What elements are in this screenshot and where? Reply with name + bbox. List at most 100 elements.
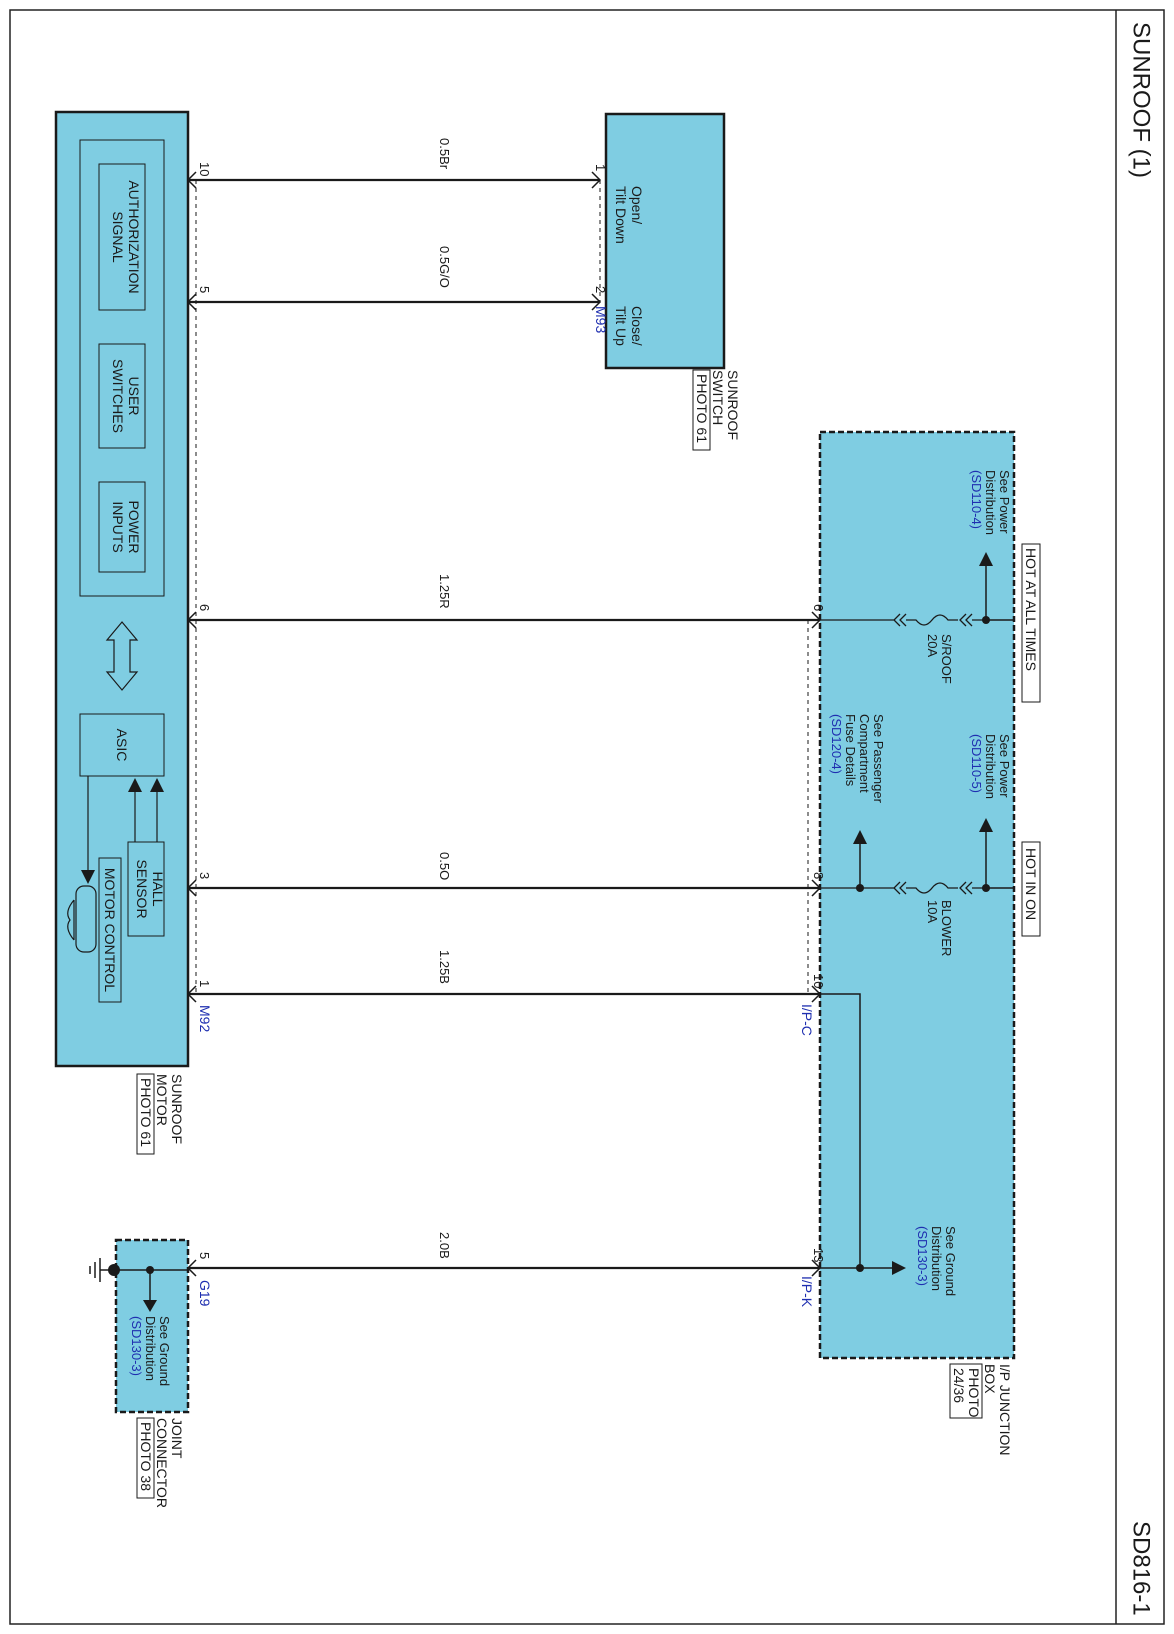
power-inputs-label: POWER: [126, 501, 142, 554]
wire-label-0-5go: 0.5G/O: [437, 246, 452, 288]
fuse-details-arrowhead: [853, 830, 867, 844]
power-inputs-block: [98, 481, 146, 573]
ref-power-b-link[interactable]: (SD110-5): [969, 734, 984, 793]
joint-connector-name: JOINT: [169, 1418, 185, 1459]
hall-arrowhead-2: [150, 778, 164, 792]
switch-pin2-desc: Close/: [629, 306, 645, 346]
motor-body-icon: [75, 885, 97, 953]
sunroof-motor-name-2: MOTOR: [154, 1074, 170, 1126]
junction-box: [818, 430, 1016, 1360]
junction-pin-10: 10: [811, 974, 826, 988]
sunroof-switch-name-2: SWITCH: [710, 370, 726, 425]
power-b-arrowhead: [979, 818, 993, 832]
ref-fuse-line3: Fuse Details: [843, 714, 858, 787]
motor-pin-3: 3: [197, 872, 212, 879]
hall-sensor-block: [127, 841, 165, 937]
joint-ref-line1: See Ground: [157, 1316, 172, 1386]
ground-icon: [89, 1258, 108, 1282]
wire-label-1-25b: 1.25B: [437, 950, 452, 984]
user-switches-block: [98, 343, 146, 449]
wire-label-2-0b: 2.0B: [437, 1232, 452, 1259]
authorization-block: [98, 163, 146, 311]
user-switches-label: USER: [126, 377, 142, 416]
asic-motor-arrowhead: [81, 870, 95, 884]
page-code: SD816-1: [1128, 1521, 1155, 1616]
connector-ipc: I/P-C: [799, 1004, 815, 1036]
junction-box-photo[interactable]: PHOTO: [966, 1368, 982, 1418]
connector-ipk: I/P-K: [799, 1276, 815, 1308]
authorization-label-2: SIGNAL: [110, 211, 126, 263]
asic-label: ASIC: [114, 729, 130, 762]
hall-sensor-label-2: SENSOR: [134, 859, 150, 918]
asic-block: [79, 713, 165, 777]
ground-ref-arrowhead: [892, 1261, 906, 1275]
ref-fuse-link[interactable]: (SD120-4): [829, 714, 844, 774]
hall-arrowhead-1: [128, 778, 142, 792]
joint-ref-arrowhead: [143, 1300, 157, 1312]
fuse-sroof-rating: 20A: [925, 634, 940, 657]
internal-ground-path: [820, 993, 861, 1269]
junction-box-name-2: BOX: [982, 1364, 998, 1394]
motor-control-block: [98, 857, 122, 1003]
outer-frame: [9, 9, 1165, 1625]
switch-pin-2: 2: [593, 286, 608, 293]
motor-pin-5: 5: [197, 286, 212, 293]
page-title: SUNROOF (1): [1128, 22, 1155, 178]
joint-connector-photo[interactable]: PHOTO 38: [138, 1422, 154, 1491]
user-switches-label-2: SWITCHES: [110, 359, 126, 433]
joint-connector-name-2: CONNECTOR: [154, 1418, 170, 1508]
ref-fuse-line2: Compartment: [857, 714, 872, 793]
sunroof-motor-photo-box: [136, 1073, 155, 1155]
sunroof-switch-photo[interactable]: PHOTO 61: [694, 374, 710, 443]
fuse-blower-icon: [820, 881, 986, 895]
motor-control-label: MOTOR CONTROL: [102, 868, 118, 992]
junction-pin-6: 6: [811, 604, 826, 611]
ref-ground-link[interactable]: (SD130-3): [915, 1226, 930, 1286]
joint-connector-id: G19: [197, 1280, 213, 1307]
sunroof-switch-box: [604, 112, 726, 370]
junction-box-photo-box: [949, 1363, 983, 1419]
junction-pin-8: 8: [811, 872, 826, 879]
hot-at-all-times-label: HOT AT ALL TIMES: [1023, 548, 1039, 671]
fuse-sroof-icon: [820, 613, 986, 627]
joint-ref-line2: Distribution: [143, 1316, 158, 1381]
sunroof-motor-box: [54, 110, 190, 1068]
power-a-arrowhead: [979, 552, 993, 566]
wire-label-0-5br: 0.5Br: [437, 138, 452, 170]
wire-label-0-5o: 0.5O: [437, 852, 452, 880]
ground-dot: [108, 1264, 120, 1276]
sunroof-motor-photo[interactable]: PHOTO 61: [138, 1078, 154, 1147]
junction-box-name: I/P JUNCTION: [997, 1364, 1013, 1456]
sunroof-switch-name: SUNROOF: [725, 370, 741, 440]
connector-chevrons: [186, 171, 822, 1277]
joint-connector-photo-box: [136, 1417, 155, 1499]
motor-pin-10: 10: [197, 162, 212, 176]
ref-ground-line1: See Ground: [943, 1226, 958, 1296]
ref-power-a-line2: Distribution: [983, 470, 998, 535]
ref-power-b-line1: See Power: [997, 734, 1012, 798]
joint-ref-link[interactable]: (SD130-3): [129, 1316, 144, 1376]
switch-pin1-desc-2: Tilt Down: [613, 186, 629, 244]
switch-pin-1: 1: [593, 164, 608, 171]
motor-connector-id: M92: [197, 1005, 213, 1032]
power-inputs-label-2: INPUTS: [110, 501, 126, 552]
hot-at-all-times-box: [1021, 543, 1041, 703]
hall-sensor-label: HALL: [150, 871, 166, 906]
hot-in-on-box: [1021, 841, 1041, 937]
bidirectional-arrow-icon: [105, 621, 139, 691]
wire-group: [188, 178, 820, 1270]
sunroof-motor-name: SUNROOF: [169, 1074, 185, 1144]
fuse-blower-name: BLOWER: [939, 900, 954, 956]
hot-in-on-label: HOT IN ON: [1023, 848, 1039, 920]
ref-fuse-line1: See Passenger: [871, 714, 886, 804]
switch-connector-id: M93: [593, 306, 609, 333]
junction-box-photo-2[interactable]: 24/36: [951, 1368, 967, 1403]
motor-pin-6: 6: [197, 604, 212, 611]
joint-pin-5: 5: [197, 1252, 212, 1259]
motor-pin-1: 1: [197, 980, 212, 987]
motor-icon: [67, 899, 75, 941]
ref-power-b-line2: Distribution: [983, 734, 998, 799]
motor-inner-module: [79, 139, 165, 597]
ref-power-a-link[interactable]: (SD110-4): [969, 470, 984, 529]
